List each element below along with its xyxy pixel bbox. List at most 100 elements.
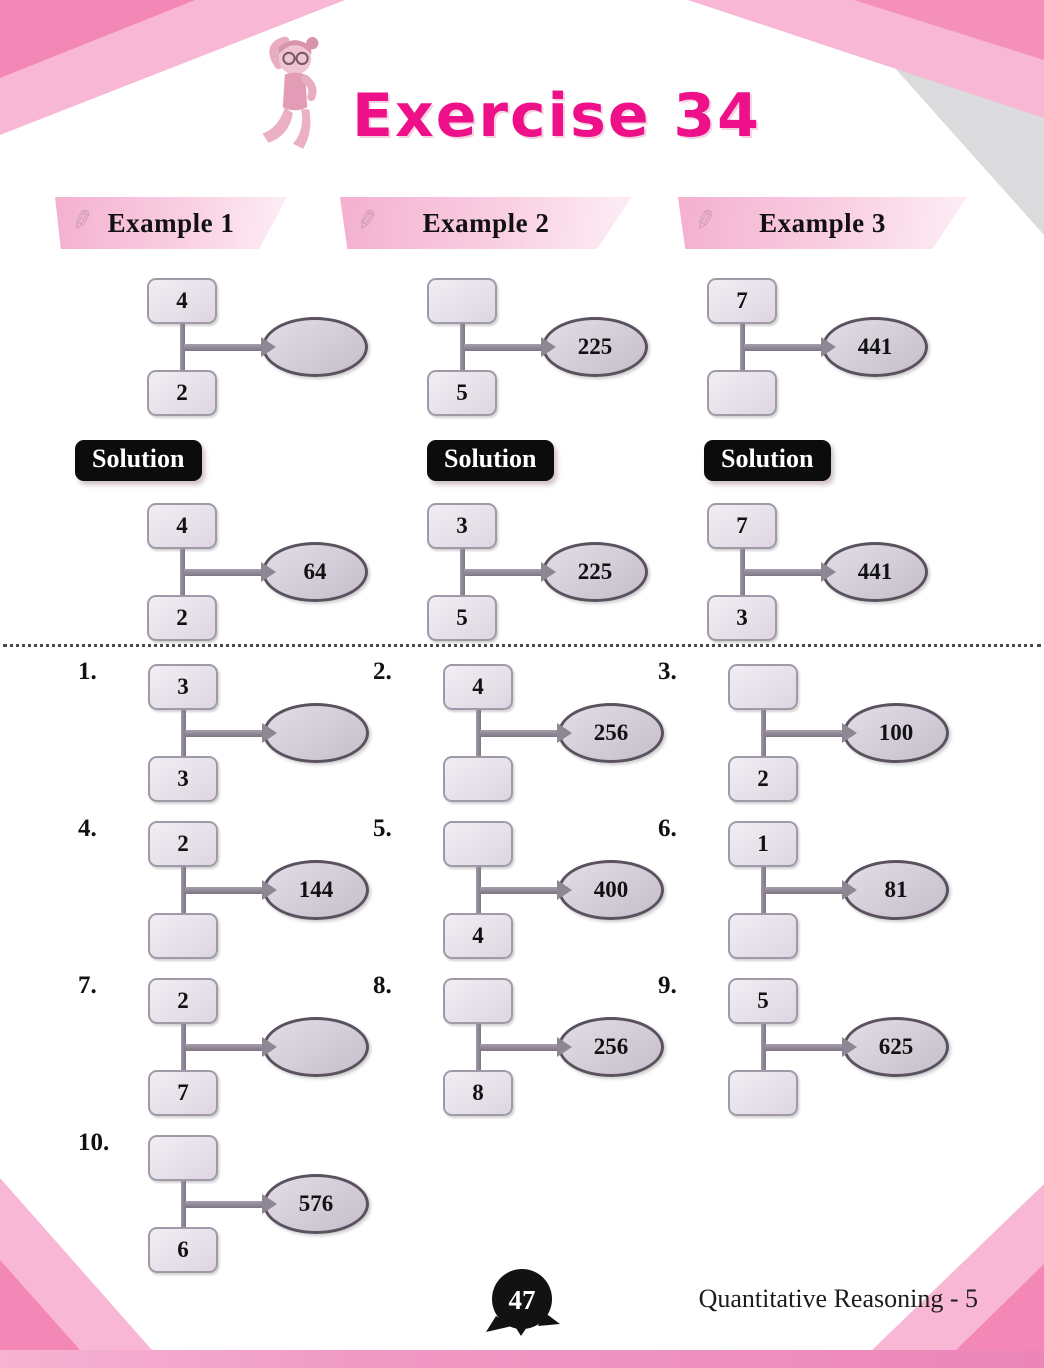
corner-decoration-top-left-deep-pink — [0, 0, 195, 78]
right-arrow-icon — [185, 1043, 263, 1051]
right-arrow-icon — [480, 1043, 558, 1051]
dotted-separator — [3, 644, 1041, 647]
problem-diagram: 1 81 — [728, 821, 949, 959]
bottom-number-box: 5 — [427, 370, 497, 416]
example-banner-label: Example 2 — [422, 207, 550, 238]
bottom-number-box[interactable] — [707, 370, 777, 416]
connector-line — [179, 324, 185, 370]
connector-line — [760, 867, 766, 913]
problem-number: 9. — [658, 972, 677, 999]
bottom-number-box: 6 — [148, 1227, 218, 1273]
corner-decoration-bottom-left-deep-pink — [0, 1260, 80, 1350]
problem-1: 1. 3 3 — [70, 658, 369, 815]
top-number-box: 2 — [148, 978, 218, 1024]
result-oval: 576 — [263, 1174, 369, 1234]
pencil-icon: ✎ — [685, 205, 721, 235]
solution-label: Solution — [75, 440, 202, 481]
result-oval[interactable] — [263, 1017, 369, 1077]
top-number-box[interactable] — [148, 1135, 218, 1181]
example-banner: ✎ Example 1 — [55, 197, 287, 249]
problem-5: 5. 4 400 — [365, 815, 664, 972]
connector-line — [180, 867, 186, 913]
problem-4: 4. 2 144 — [70, 815, 369, 972]
problem-9: 9. 5 625 — [650, 972, 950, 1129]
connector-line — [739, 324, 745, 370]
bottom-number-box: 3 — [148, 756, 218, 802]
right-arrow-icon — [185, 1200, 263, 1208]
number-stack: 3 3 — [148, 664, 218, 802]
connector-line — [760, 710, 766, 756]
connector-line — [180, 1181, 186, 1227]
connector-line — [180, 710, 186, 756]
example-solution-diagram: 7 3 441 — [707, 503, 942, 641]
connector-line — [180, 1024, 186, 1070]
number-stack: 8 — [443, 978, 513, 1116]
number-stack: 7 3 — [707, 503, 777, 641]
result-oval: 81 — [843, 860, 949, 920]
pencil-icon: ✎ — [347, 205, 383, 235]
pencil-icon: ✎ — [62, 205, 98, 235]
result-oval: 625 — [843, 1017, 949, 1077]
right-arrow-icon — [744, 343, 822, 351]
problem-number: 8. — [373, 972, 392, 999]
right-arrow-icon — [744, 568, 822, 576]
right-arrow-icon — [765, 1043, 843, 1051]
bottom-number-box[interactable] — [728, 913, 798, 959]
top-number-box[interactable] — [443, 978, 513, 1024]
top-number-box: 7 — [707, 503, 777, 549]
right-arrow-icon — [480, 886, 558, 894]
right-arrow-icon — [184, 343, 262, 351]
right-arrow-icon — [464, 568, 542, 576]
bottom-number-box[interactable] — [148, 913, 218, 959]
connector-line — [179, 549, 185, 595]
bottom-number-box: 2 — [147, 595, 217, 641]
result-oval[interactable] — [263, 703, 369, 763]
bottom-number-box[interactable] — [728, 1070, 798, 1116]
bottom-number-box[interactable] — [443, 756, 513, 802]
problem-diagram: 8 256 — [443, 978, 664, 1116]
problems-grid: 1. 3 3 2. 4 256 — [70, 658, 950, 1286]
solution-label: Solution — [704, 440, 831, 481]
bottom-number-box: 5 — [427, 595, 497, 641]
thinking-student-illustration — [262, 36, 319, 149]
result-oval[interactable] — [262, 317, 368, 377]
top-number-box[interactable] — [443, 821, 513, 867]
bottom-number-box: 4 — [443, 913, 513, 959]
problem-diagram: 4 400 — [443, 821, 664, 959]
bottom-number-box: 3 — [707, 595, 777, 641]
solution-label: Solution — [427, 440, 554, 481]
problem-number: 4. — [78, 815, 97, 842]
header: Exercise 34 — [248, 34, 761, 156]
top-number-box[interactable] — [728, 664, 798, 710]
connector-line — [739, 549, 745, 595]
right-arrow-icon — [765, 886, 843, 894]
number-stack: 4 2 — [147, 503, 217, 641]
right-arrow-icon — [480, 729, 558, 737]
page-number: 47 — [509, 1285, 536, 1315]
result-oval: 100 — [843, 703, 949, 763]
result-oval: 64 — [262, 542, 368, 602]
top-number-box[interactable] — [427, 278, 497, 324]
example-3-column: 7 441 Solution 7 3 441 — [630, 268, 942, 641]
example-solution-diagram: 3 5 225 — [427, 503, 662, 641]
connector-line — [475, 710, 481, 756]
result-oval: 256 — [558, 703, 664, 763]
top-number-box: 3 — [427, 503, 497, 549]
top-number-box: 2 — [148, 821, 218, 867]
number-stack: 5 — [728, 978, 798, 1116]
book-title: Quantitative Reasoning - 5 — [698, 1284, 978, 1313]
top-number-box: 1 — [728, 821, 798, 867]
number-stack: 2 — [148, 821, 218, 959]
problem-diagram: 4 256 — [443, 664, 664, 802]
connector-line — [760, 1024, 766, 1070]
problem-number: 6. — [658, 815, 677, 842]
result-oval: 441 — [822, 542, 928, 602]
number-stack: 3 5 — [427, 503, 497, 641]
problem-diagram: 2 100 — [728, 664, 949, 802]
number-stack: 7 — [707, 278, 777, 416]
example-problem-diagram: 7 441 — [707, 278, 942, 416]
top-number-box: 4 — [147, 278, 217, 324]
problem-number: 2. — [373, 658, 392, 685]
number-stack: 4 2 — [147, 278, 217, 416]
